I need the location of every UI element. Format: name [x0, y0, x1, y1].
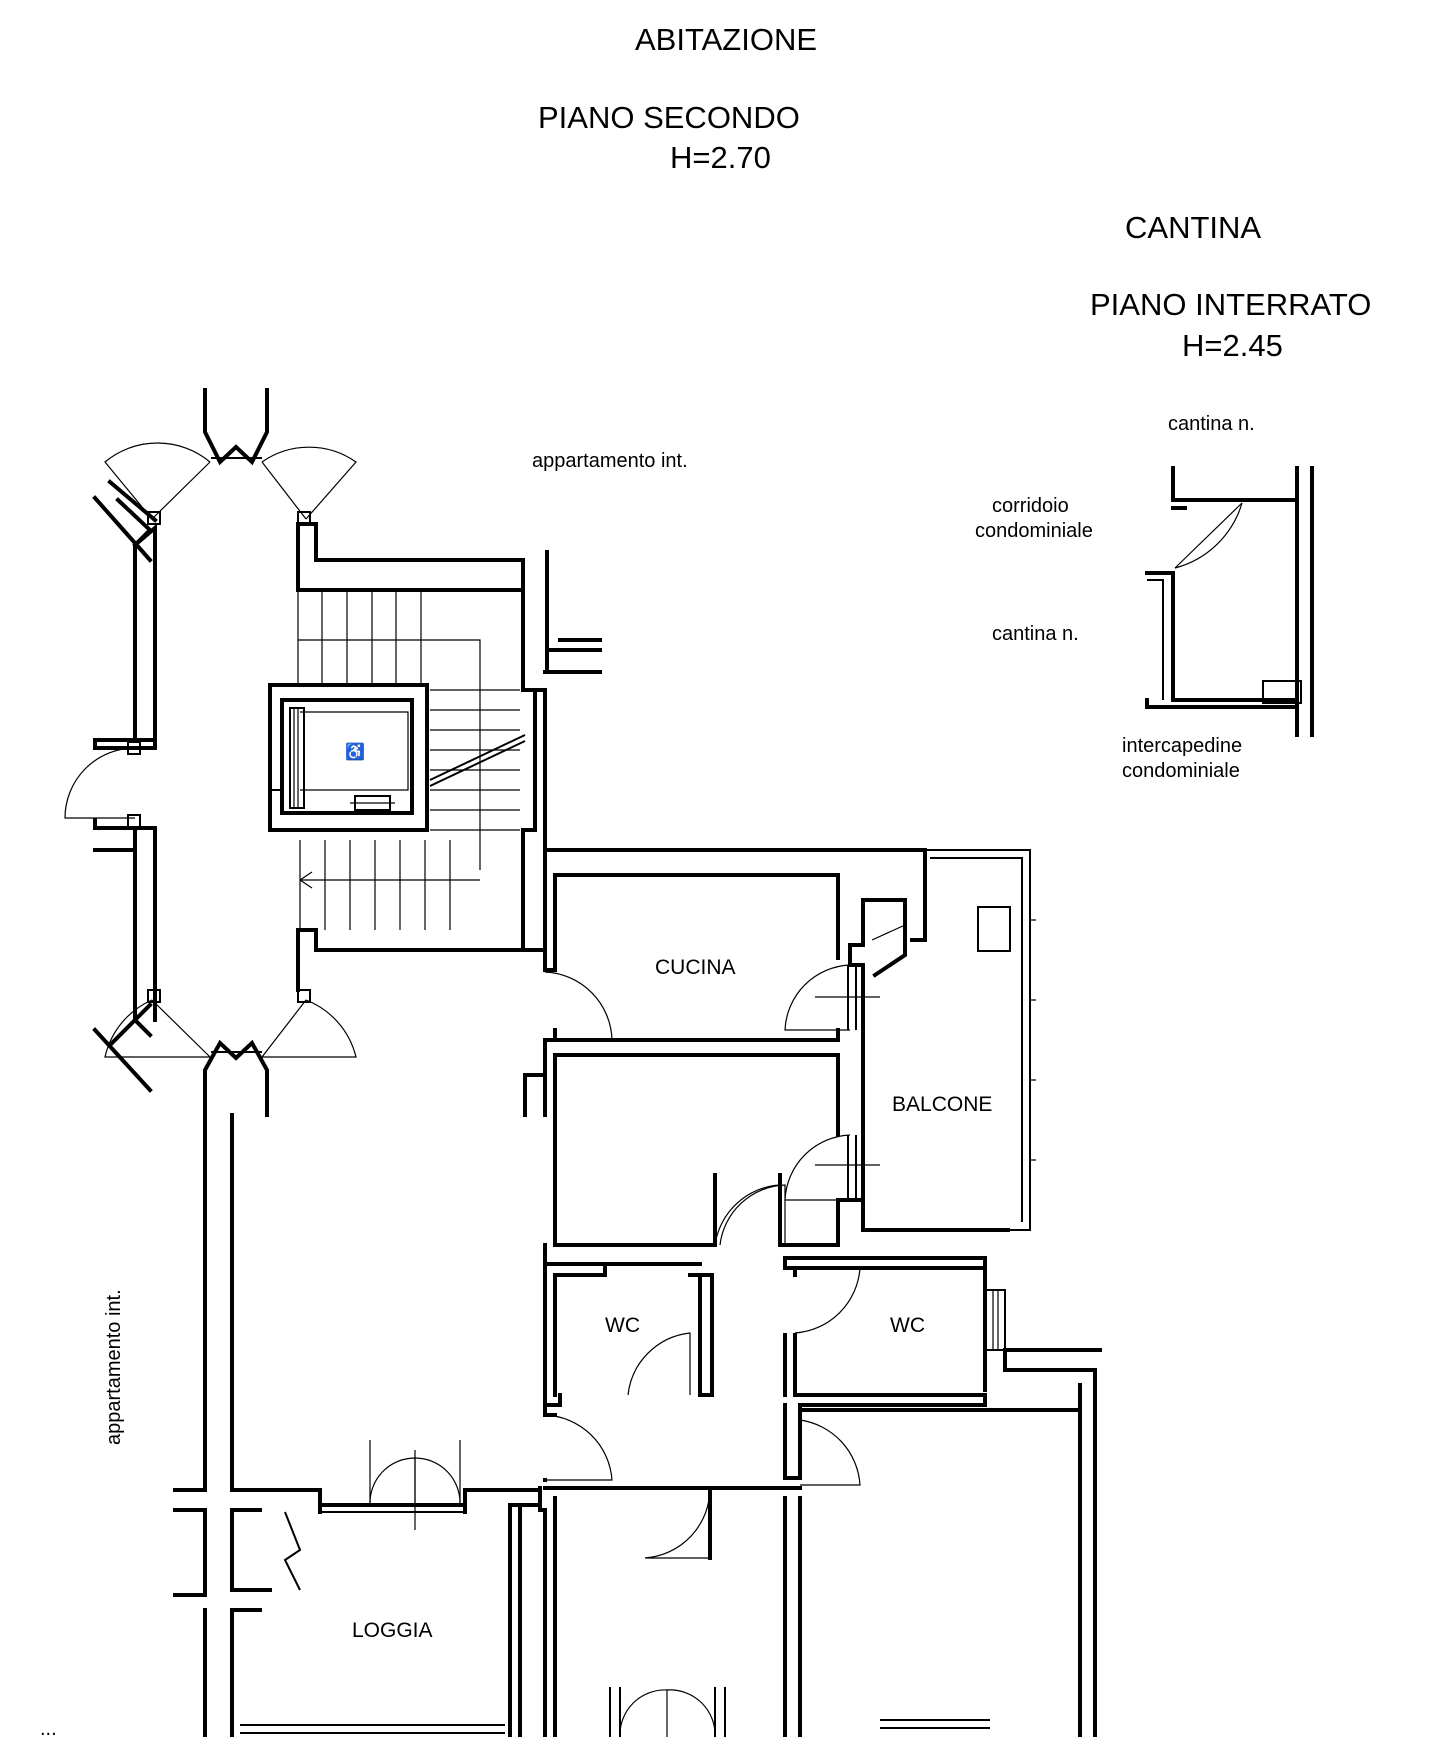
- intercapedine-label: intercapedine: [1122, 735, 1242, 757]
- appartamento-left-label: appartamento int.: [103, 1289, 125, 1445]
- cut-off-text: ...: [40, 1718, 57, 1737]
- lift-symbol: ♿: [345, 742, 365, 761]
- room-label-wc-left: WC: [605, 1314, 640, 1337]
- corridoio-label: corridoio: [992, 495, 1069, 517]
- room-label-wc-right: WC: [890, 1314, 925, 1337]
- title-piano-secondo: PIANO SECONDO: [538, 100, 800, 135]
- corridoio-condominiale-label: condominiale: [975, 520, 1093, 542]
- title-abitazione: ABITAZIONE: [635, 22, 817, 57]
- cantina-top-label: cantina n.: [1168, 413, 1255, 435]
- cantina-mid-label: cantina n.: [992, 623, 1079, 645]
- lift-shaft: ♿: [268, 683, 429, 832]
- title-height-secondo: H=2.70: [670, 140, 771, 175]
- appartamento-top-label: appartamento int.: [532, 450, 688, 472]
- title-height-interrato: H=2.45: [1182, 328, 1283, 363]
- title-piano-interrato: PIANO INTERRATO: [1090, 287, 1371, 322]
- loggia: [173, 1440, 542, 1737]
- apartment-walls: [523, 828, 1102, 1737]
- cantina-box: [1262, 680, 1302, 704]
- room-label-loggia: LOGGIA: [352, 1619, 433, 1642]
- cantina-plan: cantina n. corridoio condominiale cantin…: [975, 413, 1314, 782]
- title-cantina: CANTINA: [1125, 210, 1261, 245]
- balcony-box: [977, 906, 1011, 952]
- landing-hall: [64, 388, 547, 1492]
- intercapedine-condominiale-label: condominiale: [1122, 760, 1240, 782]
- room-label-cucina: CUCINA: [655, 956, 736, 979]
- staircase: [297, 560, 547, 952]
- room-label-balcone: BALCONE: [892, 1093, 992, 1116]
